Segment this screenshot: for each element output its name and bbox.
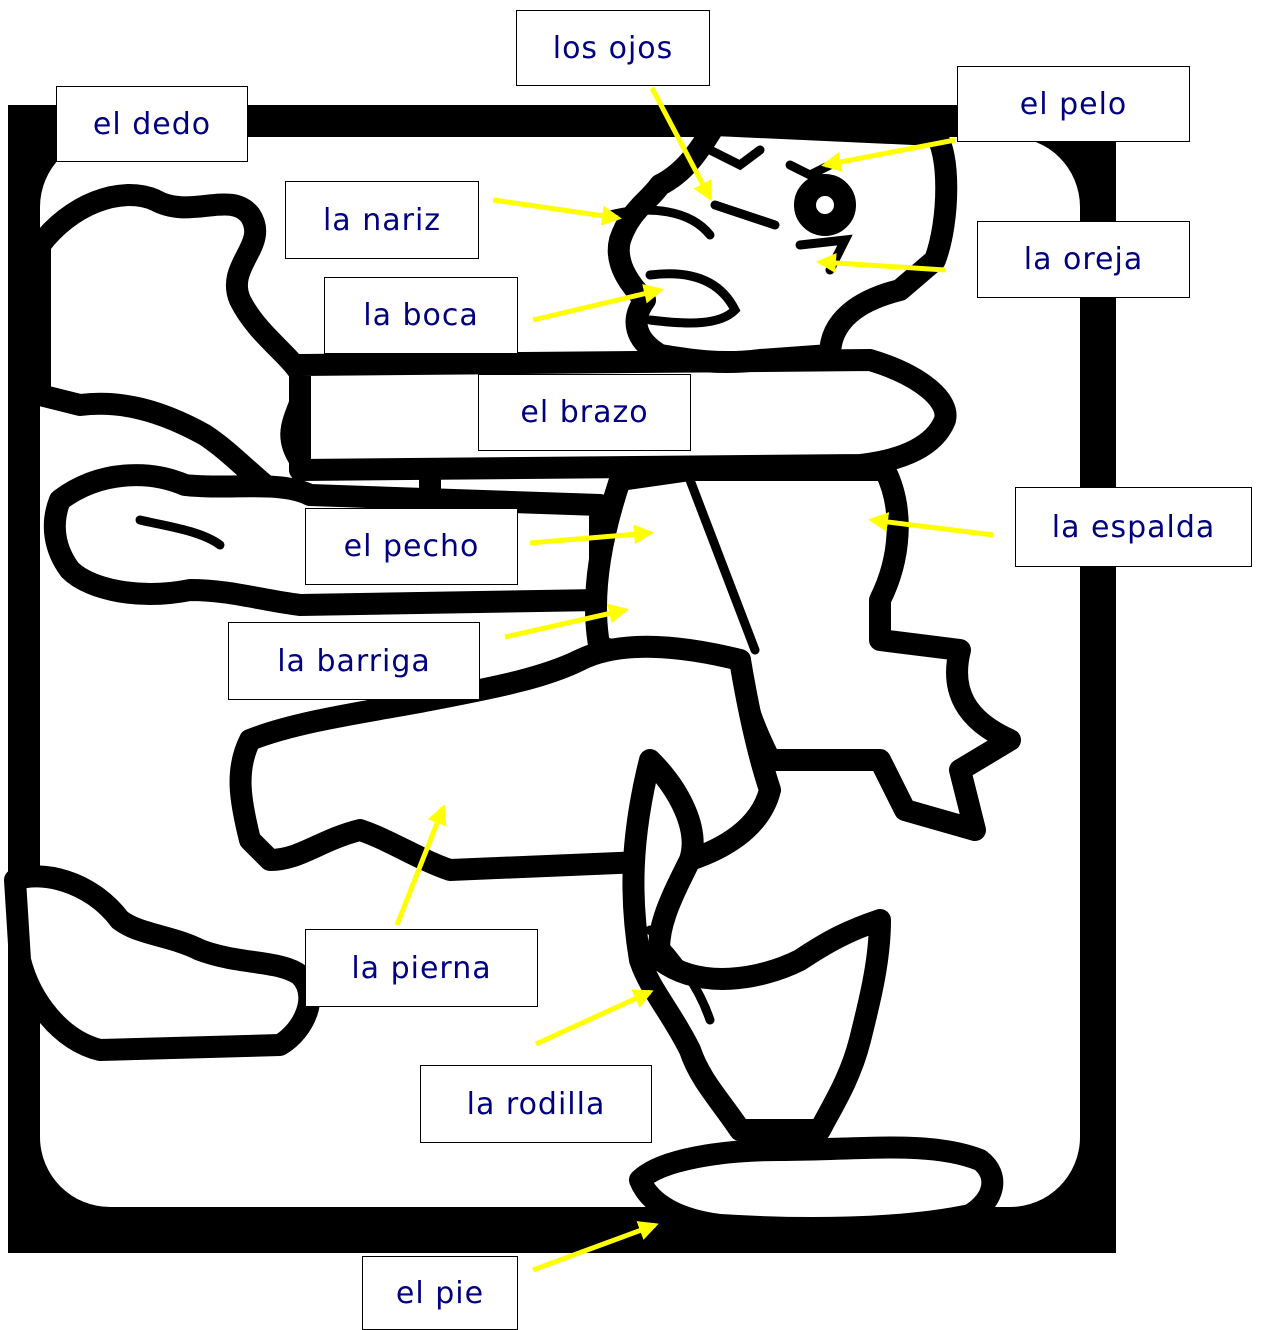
label-el-brazo: el brazo bbox=[478, 374, 691, 451]
front-shoe-shape bbox=[629, 1136, 1004, 1239]
arrow-el-pie bbox=[532, 1221, 659, 1273]
eyebrow-left bbox=[705, 145, 765, 171]
eye-line bbox=[710, 200, 780, 230]
label-la-barriga: la barriga bbox=[228, 622, 480, 700]
figure-outline bbox=[4, 114, 1021, 1239]
chest-line bbox=[685, 475, 760, 655]
belly-line bbox=[595, 635, 745, 665]
arrow-los-ojos bbox=[649, 86, 713, 202]
arrow-la-pierna bbox=[394, 804, 447, 926]
label-text: la nariz bbox=[322, 202, 442, 238]
label-el-pelo: el pelo bbox=[957, 66, 1190, 142]
label-la-boca: la boca bbox=[324, 277, 518, 354]
label-los-ojos: los ojos bbox=[516, 10, 710, 86]
label-la-espalda: la espalda bbox=[1015, 487, 1252, 567]
label-el-dedo: el dedo bbox=[56, 86, 248, 162]
arrow-la-nariz bbox=[492, 197, 622, 226]
label-text: la oreja bbox=[1023, 242, 1144, 277]
label-text: los ojos bbox=[552, 30, 674, 66]
arrow-la-rodilla bbox=[534, 989, 654, 1047]
pointer-arrows bbox=[394, 86, 994, 1273]
ear-ring bbox=[794, 174, 856, 236]
label-text: la pierna bbox=[351, 950, 492, 986]
arrow-la-boca bbox=[532, 283, 664, 323]
label-la-pierna: la pierna bbox=[305, 929, 538, 1007]
label-text: el dedo bbox=[92, 106, 212, 142]
arrow-el-pelo bbox=[821, 137, 956, 172]
label-la-nariz: la nariz bbox=[285, 181, 479, 259]
back-arm-shape bbox=[29, 184, 441, 511]
mouth-line bbox=[645, 269, 741, 328]
knee-line bbox=[645, 925, 715, 1025]
label-text: la boca bbox=[363, 298, 479, 333]
arrow-la-barriga bbox=[504, 603, 629, 640]
arrow-el-pecho bbox=[529, 524, 654, 546]
fist-line bbox=[135, 515, 225, 550]
arrow-la-oreja bbox=[816, 253, 946, 274]
label-el-pecho: el pecho bbox=[305, 508, 518, 585]
label-la-rodilla: la rodilla bbox=[420, 1065, 652, 1143]
shin-shape bbox=[622, 749, 891, 1141]
label-text: el pecho bbox=[343, 529, 480, 564]
label-text: el pie bbox=[395, 1275, 485, 1311]
label-el-pie: el pie bbox=[362, 1256, 518, 1330]
label-text: la barriga bbox=[277, 643, 431, 679]
label-la-oreja: la oreja bbox=[977, 221, 1190, 298]
label-text: el pelo bbox=[1019, 86, 1128, 122]
label-text: el brazo bbox=[520, 395, 649, 430]
label-text: la espalda bbox=[1051, 509, 1216, 545]
nose-line bbox=[605, 205, 715, 240]
label-text: la rodilla bbox=[466, 1086, 606, 1122]
back-shoe-shape bbox=[4, 865, 321, 1061]
arrow-la-espalda bbox=[868, 512, 994, 538]
